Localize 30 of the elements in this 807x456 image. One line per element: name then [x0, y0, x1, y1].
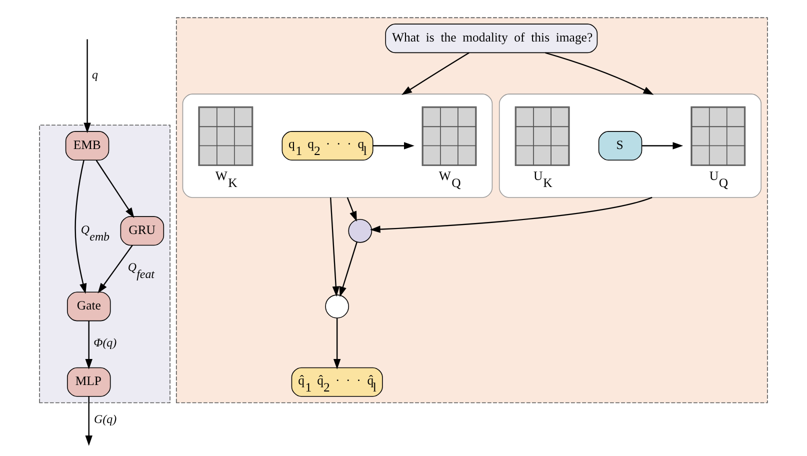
arrow — [402, 52, 470, 96]
arrow — [370, 196, 652, 233]
node-box: Gate — [67, 292, 111, 322]
node-box: What is the modality of this image? — [385, 24, 598, 54]
node-box: S — [598, 131, 642, 160]
cluster — [498, 94, 762, 198]
arrow — [84, 39, 91, 134]
node-box: MLP — [67, 367, 111, 397]
arrow — [339, 242, 358, 297]
arrow — [346, 197, 357, 222]
arrow — [96, 160, 134, 218]
node-box: EMB — [65, 131, 110, 160]
cluster — [39, 124, 170, 404]
arrow — [85, 396, 92, 446]
cluster — [182, 94, 493, 198]
arrow — [642, 142, 684, 150]
edge-label: q — [92, 68, 98, 82]
cluster — [176, 17, 768, 404]
node-box: GRU — [120, 216, 164, 246]
arrow — [98, 244, 133, 294]
node-circle — [348, 218, 372, 243]
arrow — [85, 320, 92, 370]
edge-label: G(q) — [94, 412, 117, 426]
edge-label: Φ(q) — [94, 336, 117, 350]
node-circle — [325, 294, 349, 318]
arrow — [372, 142, 414, 150]
arrow — [74, 160, 87, 294]
arrow — [333, 318, 341, 370]
arrow — [330, 197, 340, 297]
arrow — [545, 52, 654, 95]
